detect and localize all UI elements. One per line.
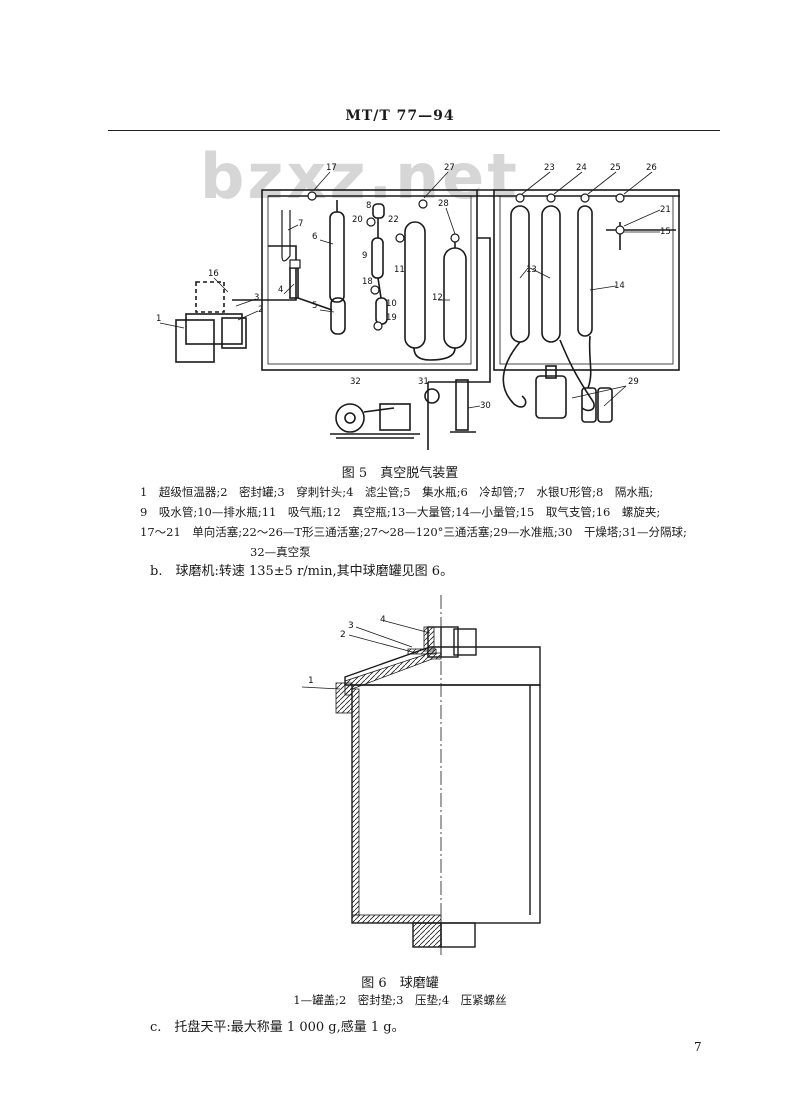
figure5-diagram: 1 2 3 4 5 6 7 8 9 10 11 12 13 14 15 16 1…	[156, 163, 680, 450]
fig5-label-18: 18	[362, 277, 373, 287]
standard-code: MT/T 77—94	[345, 108, 455, 124]
figure5-caption: 图 5 真空脱气装置	[341, 466, 459, 481]
fig5-label-9: 9	[362, 251, 367, 261]
fig5-label-20: 20	[352, 215, 363, 225]
fig5-label-31: 31	[418, 377, 429, 387]
fig5-label-10: 10	[386, 299, 397, 309]
fig5-label-30: 30	[480, 401, 491, 411]
fig6-label-2: 2	[340, 630, 346, 640]
fig5-label-28: 28	[438, 199, 449, 209]
fig6-label-1: 1	[308, 676, 314, 686]
fig5-label-6: 6	[312, 232, 317, 242]
fig5-label-19: 19	[386, 313, 397, 323]
figure6-caption: 图 6 球磨罐	[361, 976, 439, 991]
fig5-label-2: 2	[258, 305, 263, 315]
fig5-label-22: 22	[388, 215, 399, 225]
legend-line-4: 32—真空泵	[250, 545, 311, 559]
fig5-label-3: 3	[254, 293, 259, 303]
fig5-label-17: 17	[326, 163, 337, 173]
fig5-label-27: 27	[444, 163, 455, 173]
figure5-legend: 1 超级恒温器;2 密封罐;3 穿刺针头;4 滤尘管;5 集水瓶;6 冷却管;7…	[140, 482, 700, 562]
fig5-label-11: 11	[394, 265, 405, 275]
fig5-label-25: 25	[610, 163, 621, 173]
watermark: bzxz.net	[200, 140, 520, 213]
fig6-label-3: 3	[348, 621, 354, 631]
fig5-label-16: 16	[208, 269, 219, 279]
fig5-label-14: 14	[614, 281, 625, 291]
paragraph-b: b. 球磨机:转速 135±5 r/min,其中球磨罐见图 6。	[150, 564, 454, 579]
header-rule	[108, 130, 720, 131]
fig5-label-1: 1	[156, 314, 161, 324]
fig5-label-12: 12	[432, 293, 443, 303]
fig5-label-15: 15	[660, 227, 671, 237]
fig5-label-29: 29	[628, 377, 639, 387]
fig5-label-21: 21	[660, 205, 671, 215]
fig5-label-23: 23	[544, 163, 555, 173]
fig5-label-13: 13	[526, 265, 537, 275]
legend-line-3: 17～21 单向活塞;22～26—T形三通活塞;27～28—120°三通活塞;2…	[140, 525, 687, 539]
figure6-legend: 1—罐盖;2 密封垫;3 压垫;4 压紧螺丝	[293, 993, 507, 1007]
fig5-label-5: 5	[312, 301, 317, 311]
legend-line-2: 9 吸水管;10—排水瓶;11 吸气瓶;12 真空瓶;13—大量管;14—小量管…	[140, 505, 661, 519]
page-number: 7	[694, 1040, 702, 1054]
fig5-label-32: 32	[350, 377, 361, 387]
paragraph-c: c. 托盘天平:最大称量 1 000 g,感量 1 g。	[150, 1020, 405, 1035]
fig5-label-24: 24	[576, 163, 587, 173]
fig6-label-4: 4	[380, 615, 386, 625]
legend-line-1: 1 超级恒温器;2 密封罐;3 穿刺针头;4 滤尘管;5 集水瓶;6 冷却管;7…	[140, 485, 654, 499]
fig5-label-7: 7	[298, 219, 303, 229]
figure6-diagram: 1 2 3 4	[301, 595, 541, 955]
fig5-label-8: 8	[366, 201, 371, 211]
fig5-label-4: 4	[278, 285, 283, 295]
fig5-label-26: 26	[646, 163, 657, 173]
